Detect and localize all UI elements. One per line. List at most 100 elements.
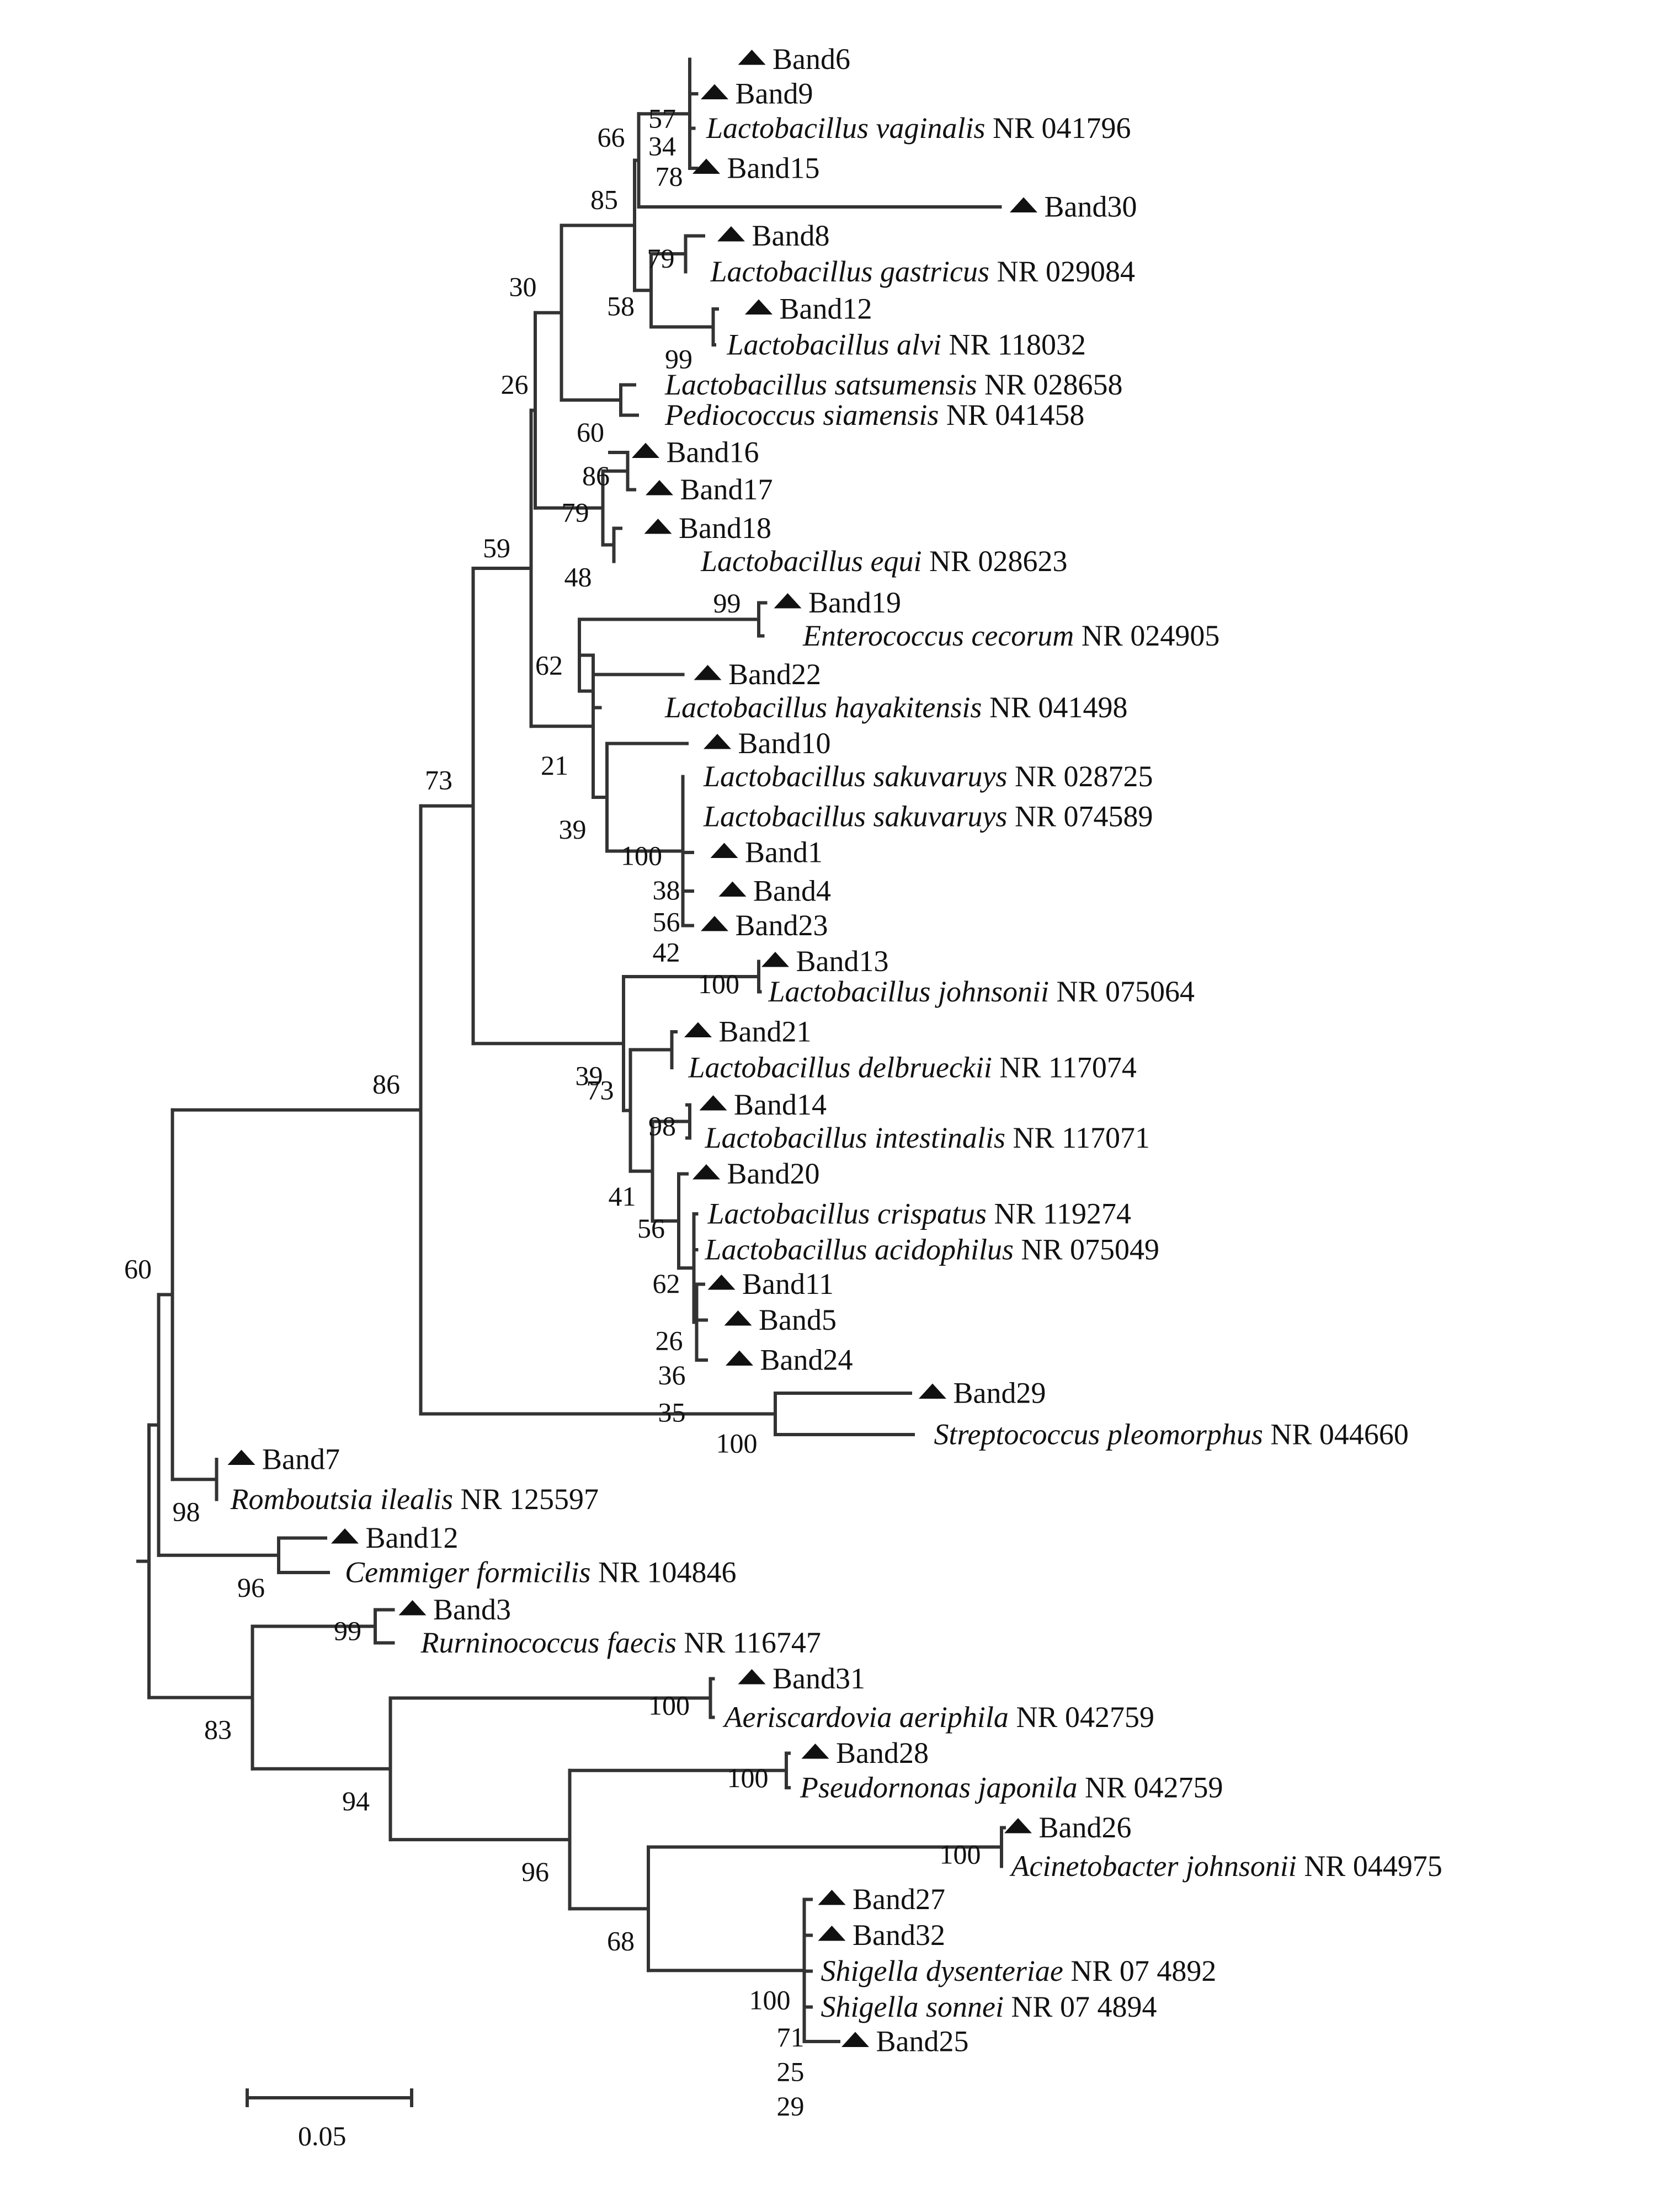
bootstrap-value: 35 bbox=[658, 1397, 686, 1427]
bootstrap-labels: 5734786685795899302660867948599962213910… bbox=[124, 103, 981, 2122]
species-label: Aeriscardovia aeriphila NR 042759 bbox=[723, 1701, 1154, 1734]
band-marker-triangle-icon bbox=[761, 952, 789, 967]
band-name: Band32 bbox=[853, 1918, 945, 1952]
band-marker-triangle-icon bbox=[726, 1350, 753, 1366]
band-label: Band24 bbox=[760, 1344, 853, 1377]
band-name: Band27 bbox=[853, 1883, 945, 1916]
species-name: Rurninococcus faecis bbox=[420, 1626, 676, 1659]
bootstrap-value: 41 bbox=[609, 1181, 636, 1212]
band-label: Band6 bbox=[773, 42, 850, 76]
bootstrap-value: 26 bbox=[656, 1325, 683, 1356]
band-label: Band7 bbox=[262, 1443, 340, 1476]
band-label: Band28 bbox=[836, 1736, 929, 1769]
accession-number: NR 075049 bbox=[1014, 1233, 1159, 1266]
accession-number: NR 028725 bbox=[1007, 760, 1153, 793]
band-label: Band13 bbox=[796, 945, 889, 978]
band-label: Band21 bbox=[719, 1015, 812, 1048]
species-name: Lactobacillus alvi bbox=[727, 328, 941, 361]
band-label: Band27 bbox=[853, 1883, 945, 1916]
species-name: Enterococcus cecorum bbox=[802, 619, 1074, 652]
band-marker-triangle-icon bbox=[1004, 1818, 1032, 1833]
band-marker-triangle-icon bbox=[774, 593, 802, 609]
bootstrap-value: 39 bbox=[559, 814, 587, 845]
scale-bar: 0.05 bbox=[246, 2088, 413, 2151]
band-name: Band7 bbox=[262, 1443, 340, 1476]
bootstrap-value: 25 bbox=[777, 2056, 805, 2087]
band-name: Band1 bbox=[745, 836, 823, 869]
band-label: Band4 bbox=[753, 875, 831, 908]
species-name: Lactobacillus delbrueckii bbox=[688, 1051, 992, 1084]
band-label: Band22 bbox=[728, 658, 821, 691]
bootstrap-value: 48 bbox=[564, 562, 592, 593]
bootstrap-value: 66 bbox=[598, 122, 625, 153]
species-label: Acinetobacter johnsonii NR 044975 bbox=[1010, 1849, 1442, 1883]
band-name: Band21 bbox=[719, 1015, 812, 1048]
species-label: Shigella sonnei NR 07 4894 bbox=[821, 1990, 1157, 2023]
band-label: Band32 bbox=[853, 1918, 945, 1952]
species-label: Shigella dysenteriae NR 07 4892 bbox=[821, 1954, 1217, 1987]
band-marker-triangle-icon bbox=[684, 1022, 712, 1037]
band-marker-triangle-icon bbox=[692, 158, 720, 174]
bootstrap-value: 99 bbox=[665, 344, 692, 375]
bootstrap-value: 57 bbox=[648, 103, 676, 134]
band-label: Band29 bbox=[953, 1377, 1046, 1410]
accession-number: NR 044660 bbox=[1263, 1418, 1409, 1451]
band-marker-triangle-icon bbox=[632, 443, 659, 458]
band-label: Band26 bbox=[1039, 1811, 1132, 1844]
species-label: Pediococcus siamensis NR 041458 bbox=[664, 398, 1084, 431]
scale-bar-label: 0.05 bbox=[298, 2120, 347, 2151]
species-name: Pediococcus siamensis bbox=[664, 398, 939, 431]
accession-number: NR 075064 bbox=[1049, 975, 1195, 1008]
bootstrap-value: 30 bbox=[509, 271, 537, 302]
species-name: Aeriscardovia aeriphila bbox=[723, 1701, 1009, 1734]
band-name: Band11 bbox=[742, 1267, 834, 1300]
band-label: Band8 bbox=[752, 219, 830, 252]
bootstrap-value: 99 bbox=[713, 588, 741, 619]
accession-number: NR 117074 bbox=[992, 1051, 1137, 1084]
bootstrap-value: 100 bbox=[749, 1984, 791, 2015]
accession-number: NR 125597 bbox=[453, 1483, 599, 1516]
band-marker-triangle-icon bbox=[724, 1310, 752, 1326]
bootstrap-value: 100 bbox=[698, 968, 739, 999]
bootstrap-value: 62 bbox=[653, 1268, 680, 1299]
band-name: Band28 bbox=[836, 1736, 929, 1769]
species-label: Romboutsia ilealis NR 125597 bbox=[230, 1483, 599, 1516]
band-name: Band26 bbox=[1039, 1811, 1132, 1844]
accession-number: NR 104846 bbox=[590, 1556, 736, 1589]
bootstrap-value: 100 bbox=[716, 1428, 758, 1459]
band-marker-triangle-icon bbox=[701, 84, 728, 99]
band-marker-triangle-icon bbox=[919, 1383, 946, 1399]
band-name: Band12 bbox=[366, 1521, 459, 1554]
species-name: Acinetobacter johnsonii bbox=[1010, 1849, 1297, 1883]
bootstrap-value: 38 bbox=[653, 875, 680, 905]
band-marker-triangle-icon bbox=[818, 1890, 846, 1905]
bootstrap-value: 78 bbox=[656, 161, 683, 191]
band-marker-triangle-icon bbox=[646, 480, 673, 495]
species-name: Pseudornonas japonila bbox=[800, 1771, 1078, 1804]
species-name: Lactobacillus equi bbox=[700, 545, 921, 578]
band-label: Band15 bbox=[727, 152, 820, 185]
species-name: Shigella sonnei bbox=[821, 1990, 1004, 2023]
band-marker-triangle-icon bbox=[745, 299, 773, 315]
tree-branches bbox=[136, 57, 1006, 2043]
band-label: Band17 bbox=[680, 473, 773, 506]
species-name: Shigella dysenteriae bbox=[821, 1954, 1063, 1987]
band-name: Band22 bbox=[728, 658, 821, 691]
bootstrap-value: 60 bbox=[577, 417, 604, 447]
species-name: Lactobacillus gastricus bbox=[710, 255, 990, 288]
bootstrap-value: 56 bbox=[637, 1213, 665, 1244]
band-name: Band25 bbox=[876, 2025, 969, 2058]
accession-number: NR 041796 bbox=[986, 111, 1131, 145]
bootstrap-value: 68 bbox=[607, 1925, 635, 1956]
bootstrap-value: 99 bbox=[334, 1616, 361, 1646]
band-label: Band10 bbox=[738, 727, 831, 760]
bootstrap-value: 100 bbox=[621, 840, 662, 871]
species-label: Enterococcus cecorum NR 024905 bbox=[802, 619, 1219, 652]
bootstrap-value: 83 bbox=[204, 1714, 232, 1745]
bootstrap-value: 26 bbox=[501, 369, 529, 400]
band-marker-triangle-icon bbox=[701, 916, 728, 931]
band-label: Band30 bbox=[1045, 190, 1137, 223]
species-name: Lactobacillus johnsonii bbox=[768, 975, 1050, 1008]
species-label: Lactobacillus satsumensis NR 028658 bbox=[664, 368, 1123, 401]
